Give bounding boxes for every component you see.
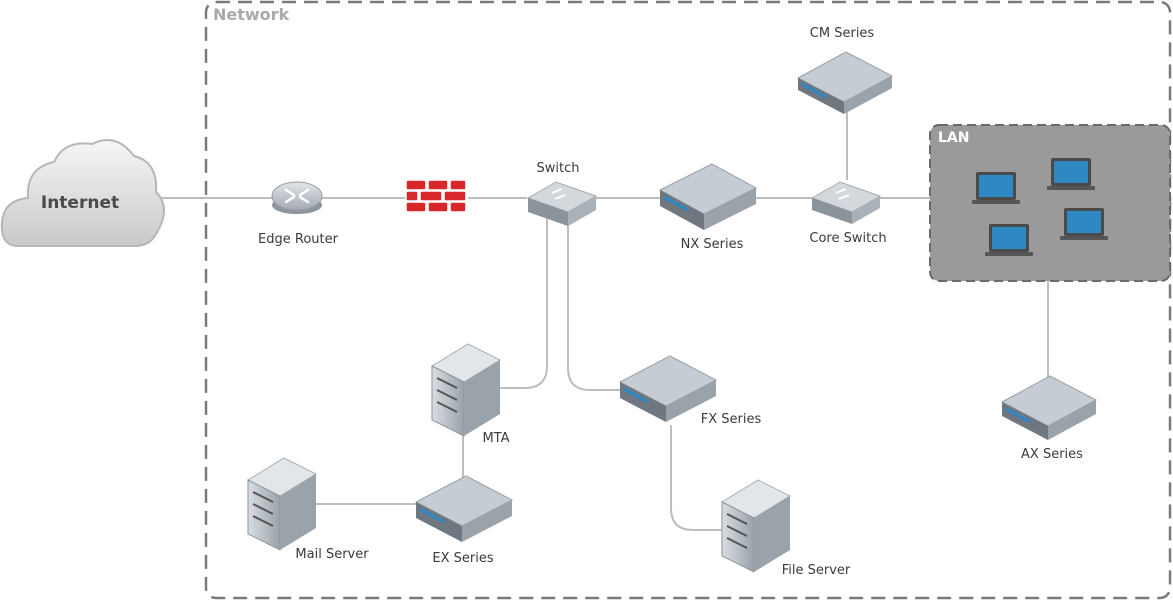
- switch-icon: [526, 181, 598, 226]
- mail-server-tower-icon: [246, 457, 318, 551]
- file-server-label: File Server: [782, 563, 851, 578]
- mta-server-tower-icon: [430, 343, 502, 437]
- ax-series-appliance-icon: [1000, 375, 1098, 440]
- cm-series-label: CM Series: [810, 26, 875, 41]
- internet-cloud-icon: [0, 139, 165, 247]
- internet-label: Internet: [41, 193, 119, 213]
- edge-router-icon: [271, 181, 323, 214]
- link-switch-mta: [500, 218, 548, 389]
- edge-router-label: Edge Router: [258, 232, 339, 247]
- fx-series-label: FX Series: [701, 412, 762, 427]
- connections: [155, 108, 1049, 531]
- lan-area: [929, 124, 1171, 282]
- core-switch-label: Core Switch: [809, 231, 886, 246]
- link-fx-fileserver: [670, 425, 722, 531]
- ax-series-label: AX Series: [1021, 447, 1083, 462]
- nx-series-appliance-icon: [658, 163, 758, 230]
- mta-label: MTA: [482, 431, 509, 446]
- cm-series-appliance-icon: [796, 51, 894, 114]
- network-boundary: [204, 0, 1172, 600]
- core-switch-icon: [810, 181, 882, 224]
- fx-series-appliance-icon: [618, 355, 718, 422]
- file-server-tower-icon: [720, 479, 792, 573]
- network-label: Network: [213, 5, 290, 24]
- nx-series-label: NX Series: [681, 237, 744, 252]
- ex-series-appliance-icon: [414, 475, 514, 542]
- laptop-icon: [972, 172, 1020, 204]
- switch-label: Switch: [537, 161, 580, 176]
- ex-series-label: EX Series: [432, 551, 493, 566]
- laptop-icon: [1060, 208, 1108, 240]
- laptop-icon: [985, 224, 1033, 256]
- link-switch-fx: [567, 218, 622, 391]
- firewall-icon: [405, 179, 467, 213]
- mail-server-label: Mail Server: [295, 547, 369, 562]
- laptop-icon: [1047, 158, 1095, 190]
- lan-label: LAN: [938, 130, 969, 146]
